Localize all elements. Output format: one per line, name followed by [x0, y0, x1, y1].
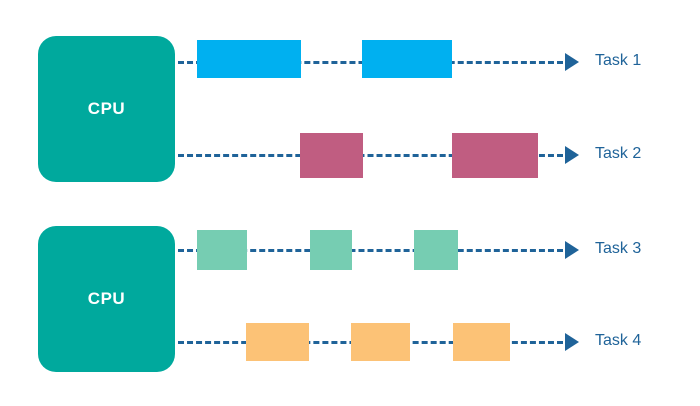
- task-label-task-4: Task 4: [595, 332, 642, 349]
- cpu-label: CPU: [87, 289, 126, 308]
- task-block: [197, 230, 247, 270]
- cpu-box: CPU: [38, 226, 175, 372]
- timeline-dashed-line: [178, 248, 563, 252]
- task-block: [452, 133, 538, 178]
- task-label-task-3: Task 3: [595, 240, 642, 257]
- task-block: [310, 230, 352, 270]
- task-block: [362, 40, 452, 78]
- task-block: [246, 323, 309, 361]
- task-block: [300, 133, 363, 178]
- task-block: [197, 40, 301, 78]
- task-label-task-2: Task 2: [595, 145, 642, 162]
- task-block: [453, 323, 510, 361]
- arrow-head-icon: [565, 241, 579, 259]
- cpu-box: CPU: [38, 36, 175, 182]
- arrow-head-icon: [565, 53, 579, 71]
- arrow-head-icon: [565, 146, 579, 164]
- task-block: [351, 323, 410, 361]
- task-block: [414, 230, 458, 270]
- arrow-head-icon: [565, 333, 579, 351]
- timeline-dashed-line: [178, 153, 563, 157]
- cpu-label: CPU: [87, 99, 126, 118]
- task-label-task-1: Task 1: [595, 52, 642, 69]
